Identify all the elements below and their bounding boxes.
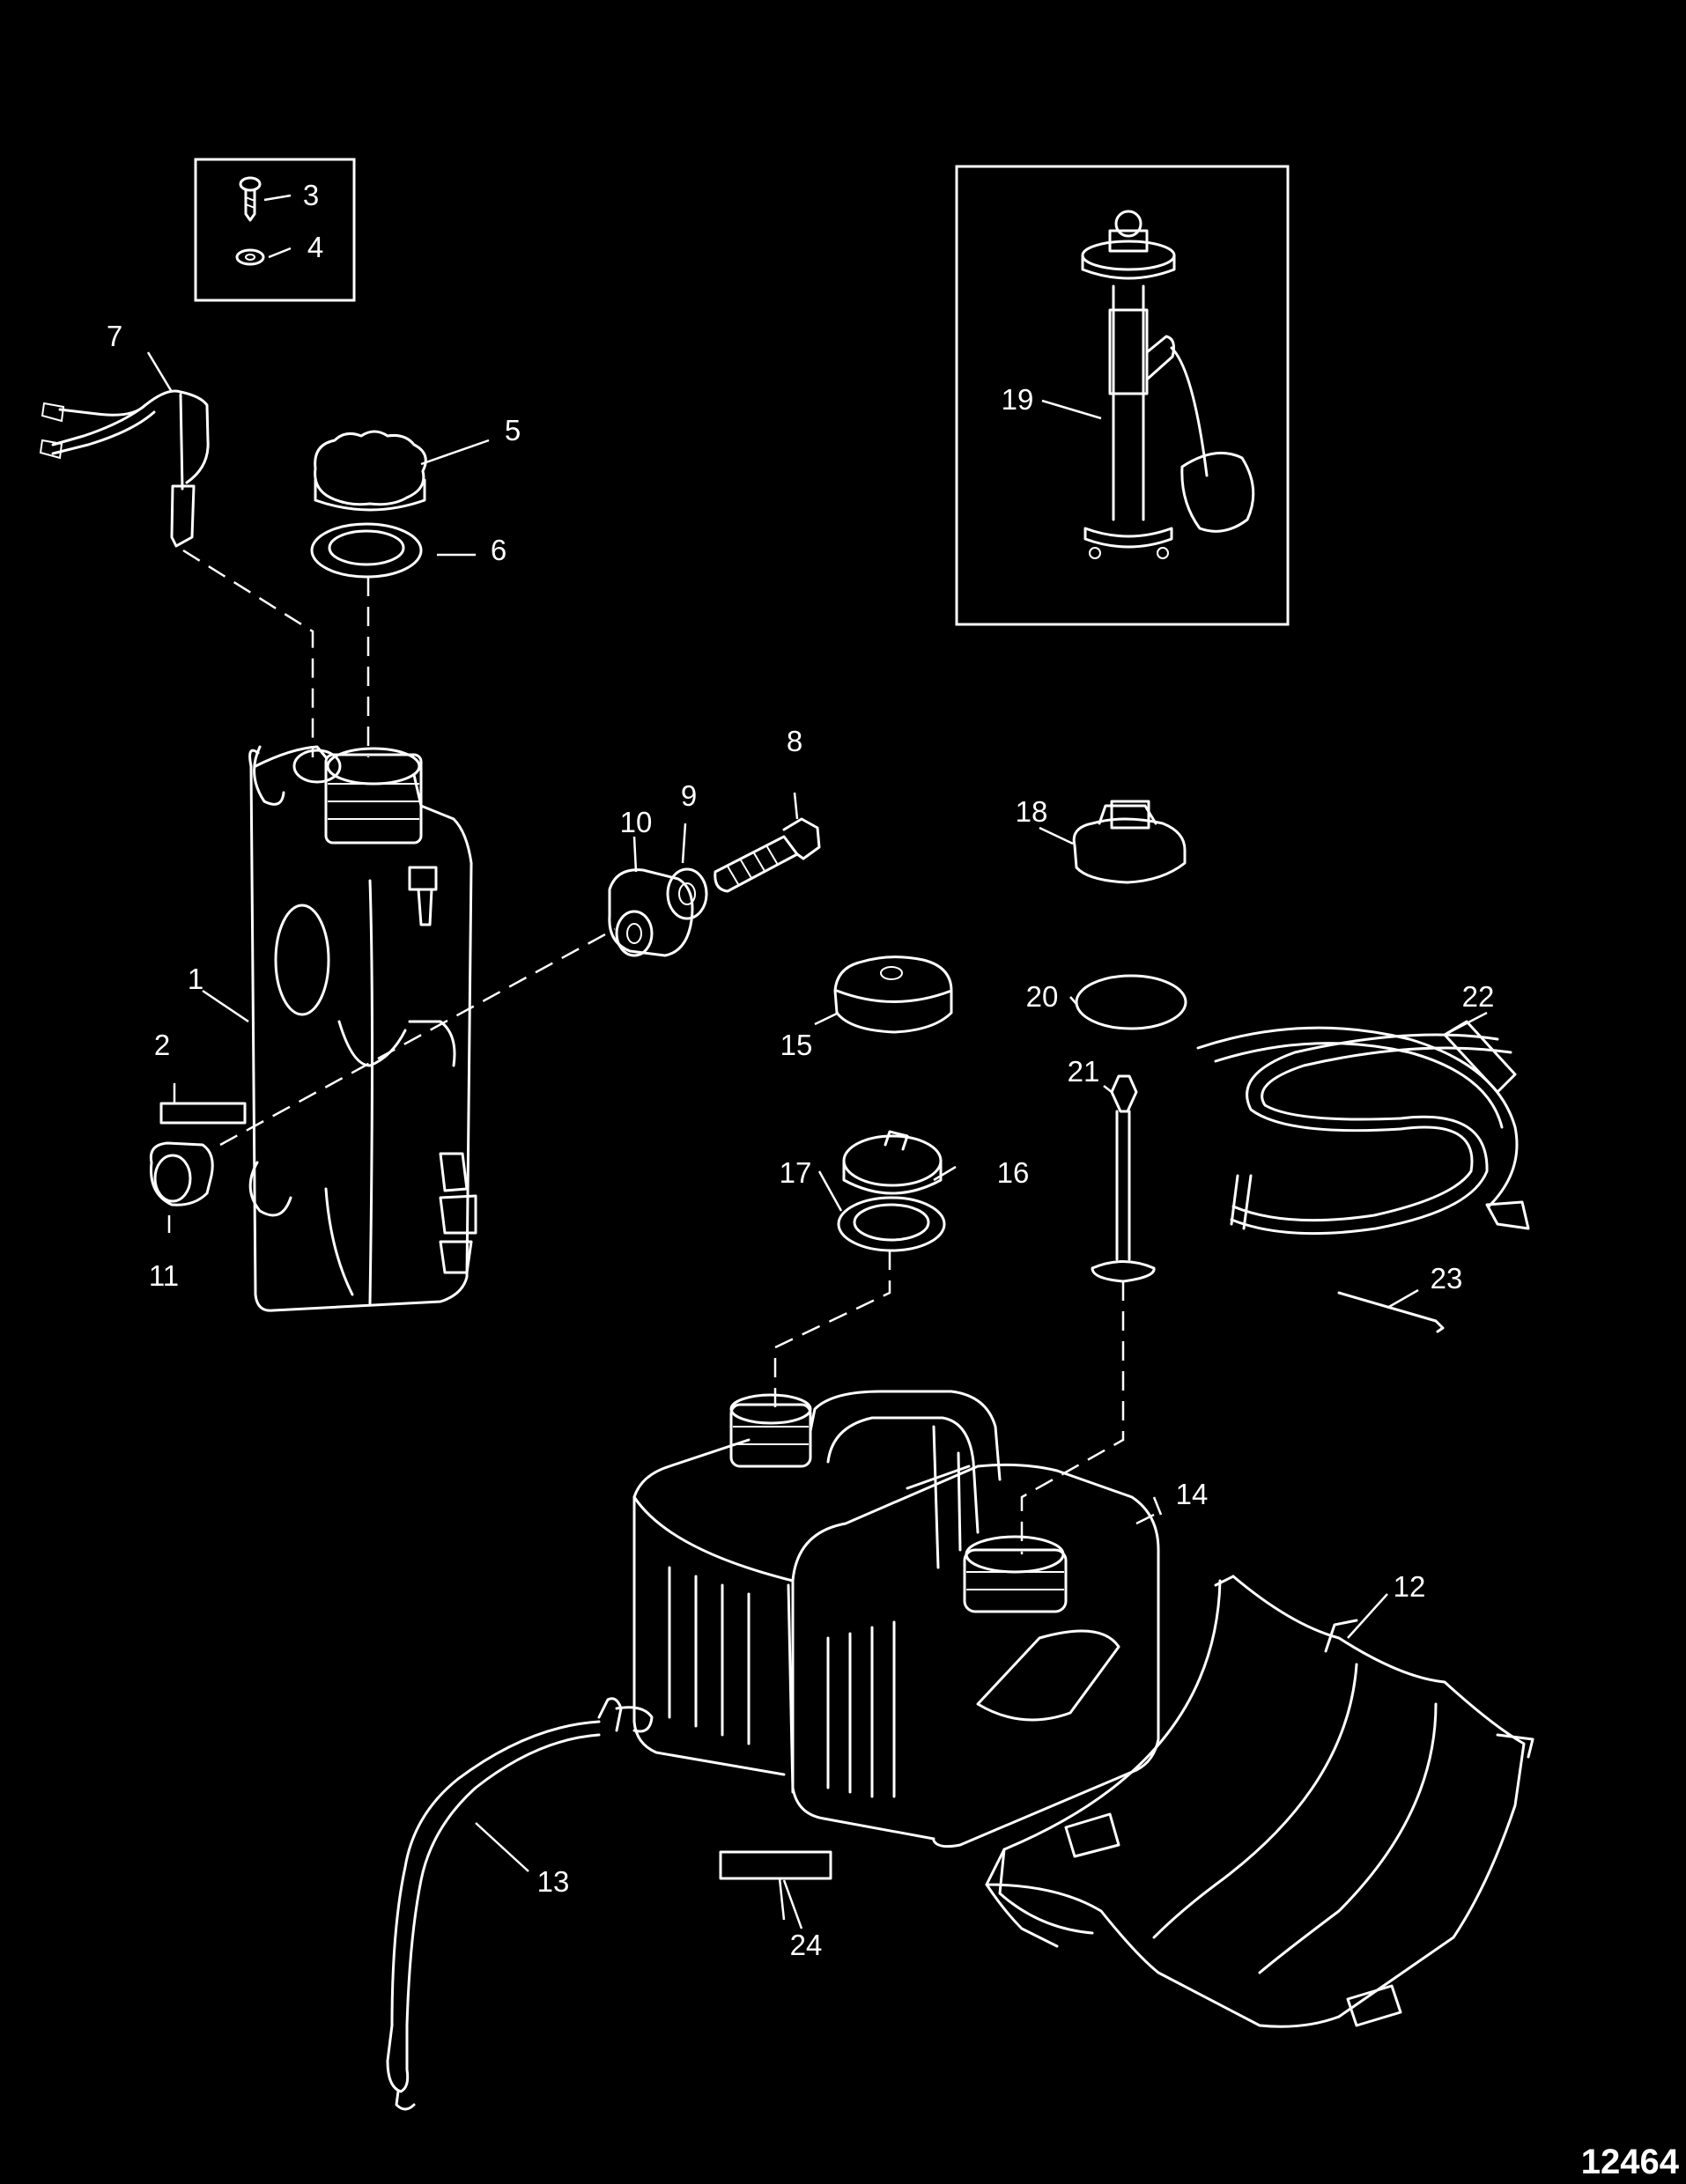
callout-5: 5 [505,414,521,446]
gasket-part-6 [310,522,423,579]
callout-22: 22 [1462,980,1495,1013]
callout-19: 19 [1002,383,1034,416]
callout-7: 7 [107,320,122,352]
assembly-dash-lines [182,549,1125,1554]
bolt-part-8 [714,817,821,893]
gasket-part-20 [1075,974,1187,1030]
fill-cap-part-5 [314,430,427,512]
tank-tray-part-12 [985,1575,1534,2028]
inset-box-hardware [194,158,356,302]
washer-part-4 [235,248,265,266]
bushing-part-10 [608,868,694,957]
callout-4: 4 [307,231,323,263]
gasket-part-17 [837,1196,946,1252]
callout-15: 15 [780,1029,813,1061]
figure-number: 12464 [1581,2143,1680,2181]
callout-8: 8 [787,725,802,757]
callout-1: 1 [188,963,203,995]
callout-17: 17 [780,1156,812,1189]
callout-2: 2 [154,1029,170,1061]
fuel-level-sender-part-19 [1081,210,1255,559]
callout-9: 9 [681,779,697,812]
callout-20: 20 [1026,980,1059,1013]
callout-12: 12 [1394,1570,1426,1603]
washer-part-9 [666,867,708,920]
fuel-tank-part-14 [632,1390,1160,1848]
inset-box-sender [955,165,1290,626]
hold-down-strap-part-13 [386,1697,654,2111]
callout-21: 21 [1068,1055,1100,1088]
oil-tank-part-1 [248,745,477,1312]
callout-6: 6 [491,534,507,566]
callout-labels: 1 2 3 4 5 6 7 8 9 10 11 12 13 14 15 16 1… [107,179,1495,1961]
decal-part-24 [719,1850,832,1880]
hose-assembly-part-22 [1196,1020,1530,1236]
grommet-part-11 [149,1141,214,1206]
screw-part-3 [239,176,262,222]
fill-cap-part-15 [833,956,953,1034]
callout-3: 3 [303,179,319,211]
callout-leader-lines [146,194,1488,1929]
callout-13: 13 [537,1865,570,1898]
callout-23: 23 [1431,1262,1463,1295]
callout-14: 14 [1176,1478,1209,1510]
wire-harness-part-7 [39,389,210,548]
fuel-gauge-cap-part-18 [1072,800,1187,884]
pickup-tube-part-21 [1091,1074,1156,1283]
callout-24: 24 [790,1929,823,1961]
callout-10: 10 [620,806,653,838]
decal-part-2 [159,1102,247,1125]
vent-cap-part-16 [842,1130,943,1195]
callout-18: 18 [1016,795,1048,828]
callout-16: 16 [997,1156,1030,1189]
cable-tie-part-23 [1337,1291,1445,1333]
callout-11: 11 [149,1259,179,1292]
